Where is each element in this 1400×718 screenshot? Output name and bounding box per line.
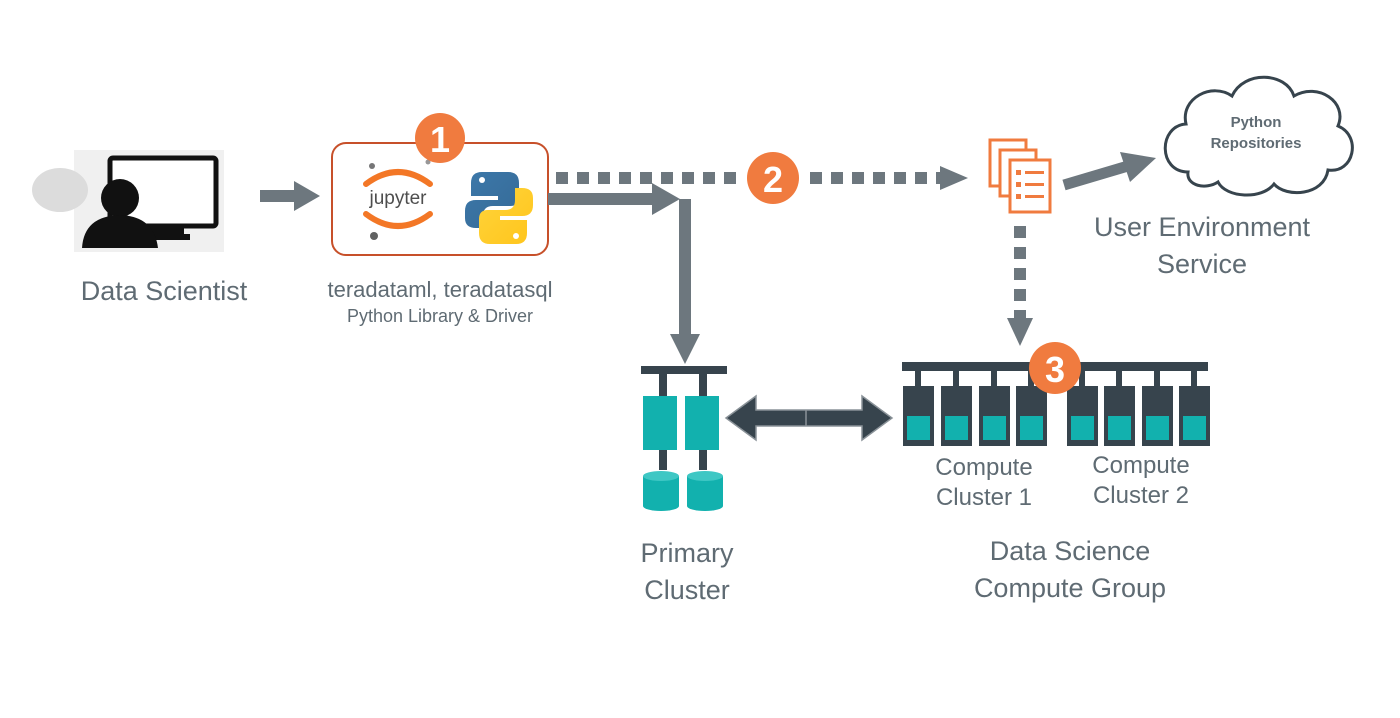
server-rack-icon <box>1067 371 1210 446</box>
python-logo-icon <box>465 172 533 244</box>
library-name-label: teradataml, teradatasql <box>327 277 552 302</box>
repositories-node: Python Repositories <box>1163 75 1354 197</box>
step-badge-3: 3 <box>1029 342 1081 394</box>
jupyter-logo-icon: jupyter <box>363 159 433 240</box>
data-scientist-node: Data Scientist <box>32 150 248 306</box>
step-badge-1: 1 <box>415 113 465 163</box>
compute-cluster-2-label-line2: Cluster 2 <box>1093 482 1189 509</box>
client-tools-box: jupyter teradataml, teradatasql Python L… <box>327 142 553 326</box>
edge-primary-compute-bidirectional <box>724 394 894 442</box>
compute-group-label-line1: Data Science <box>990 536 1151 566</box>
user-env-label-line1: User Environment <box>1094 212 1311 242</box>
repositories-label-line2: Repositories <box>1211 135 1302 152</box>
edge-user-env-to-compute-group <box>1007 226 1033 346</box>
compute-cluster-1-label-line2: Cluster 1 <box>936 484 1032 511</box>
step-badge-1-number: 1 <box>430 119 450 160</box>
database-cylinder-icon <box>643 471 723 511</box>
data-scientist-label: Data Scientist <box>81 276 248 306</box>
user-env-node: User Environment Service <box>988 138 1311 279</box>
edge-jupyter-to-primary-cluster <box>548 183 700 364</box>
primary-cluster-node: Primary Cluster <box>641 366 734 605</box>
server-rack-icon <box>903 371 1047 446</box>
compute-cluster-2-label-line1: Compute <box>1092 452 1189 479</box>
jupyter-logo-text: jupyter <box>368 188 427 209</box>
cloud-icon <box>1163 75 1354 197</box>
compute-cluster-2: Compute Cluster 2 <box>1067 371 1210 509</box>
repositories-label-line1: Python <box>1231 114 1282 131</box>
edge-scientist-to-jupyter <box>260 181 320 211</box>
library-description-label: Python Library & Driver <box>347 306 533 326</box>
edge-jupyter-to-user-env <box>556 166 968 190</box>
server-rack-icon <box>641 366 727 470</box>
compute-group-label-line2: Compute Group <box>974 573 1166 603</box>
person-at-monitor-icon <box>82 155 219 248</box>
primary-cluster-label-line2: Cluster <box>644 575 730 605</box>
compute-cluster-1-label-line1: Compute <box>935 454 1032 481</box>
primary-cluster-label-line1: Primary <box>641 538 734 568</box>
step-badge-2: 2 <box>747 152 799 204</box>
edge-user-env-to-repositories <box>1062 152 1156 191</box>
step-badge-3-number: 3 <box>1045 349 1065 390</box>
step-badge-2-number: 2 <box>763 159 783 200</box>
speech-bubble-icon <box>32 168 88 212</box>
compute-group-node: Compute Cluster 1 Compute Cluster 2 Dat <box>902 362 1210 603</box>
user-env-label-line2: Service <box>1157 249 1247 279</box>
compute-cluster-1: Compute Cluster 1 <box>903 371 1047 511</box>
document-stack-icon <box>988 138 1052 214</box>
